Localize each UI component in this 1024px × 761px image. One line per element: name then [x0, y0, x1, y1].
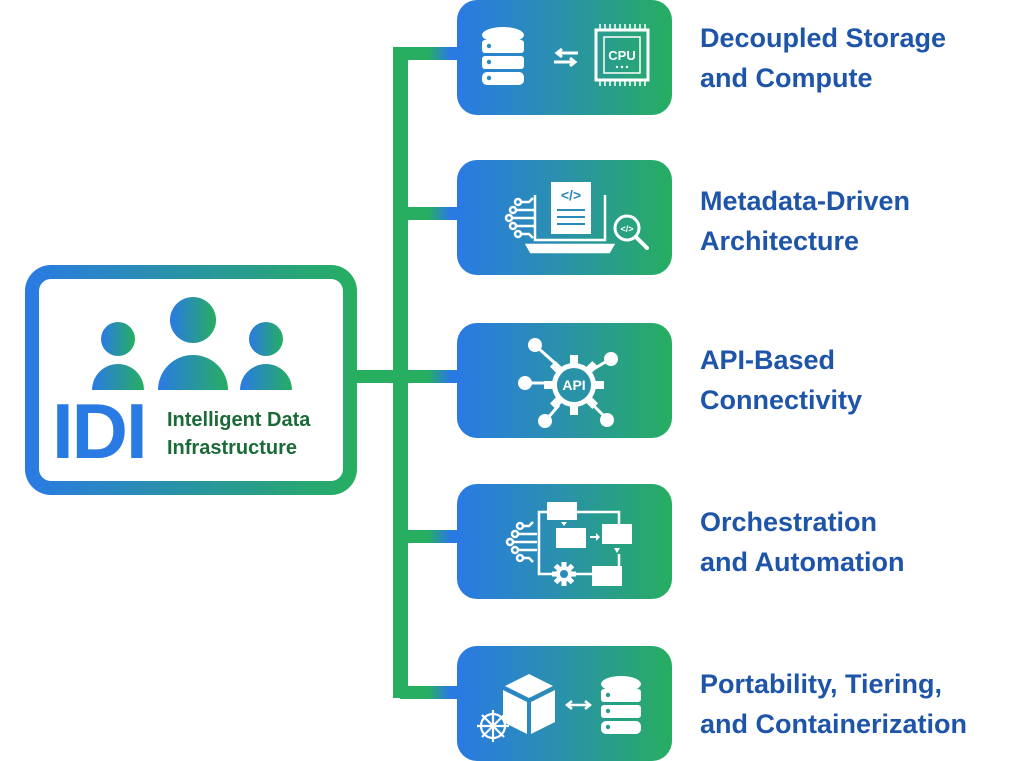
pillar-label-line1: Portability, Tiering, [700, 669, 943, 699]
connector-branch-4 [400, 530, 462, 543]
pillar-card-metadata: </> </> [457, 160, 672, 275]
api-gear-network-icon: API [518, 338, 618, 428]
svg-text:</>: </> [620, 224, 633, 234]
hub-acronym: IDI [52, 387, 148, 475]
pillar-card-portability [457, 646, 672, 761]
pillar-label-line2: and Compute [700, 63, 873, 93]
pillar-label-portability: Portability, Tiering, and Containerizati… [700, 664, 967, 744]
people-group-icon [92, 297, 292, 390]
hub-title-line2: Infrastructure [167, 437, 298, 459]
pillar-label-orchestration: Orchestration and Automation [700, 502, 904, 582]
connector-trunk [355, 370, 400, 383]
pillar-label-line2: Architecture [700, 226, 860, 256]
code-tag-label: </> [561, 187, 581, 203]
pillar-label-storage-compute: Decoupled Storage and Compute [700, 18, 946, 98]
api-label: API [562, 377, 585, 393]
connector-branch-5 [400, 686, 462, 699]
pillar-card-orchestration [457, 484, 672, 599]
hub-title: Intelligent Data Infrastructure [167, 406, 310, 462]
connector-branch-1 [400, 47, 462, 60]
pillar-label-line2: and Automation [700, 547, 905, 577]
laptop-code-search-icon: </> </> [504, 182, 649, 254]
pillar-label-line1: Orchestration [700, 507, 878, 537]
pillar-label-line1: Metadata-Driven [700, 186, 911, 216]
cpu-chip-label: CPU [608, 48, 635, 63]
container-database-icon [477, 674, 641, 742]
database-cpu-icon: CPU [482, 24, 650, 86]
pillar-label-line1: Decoupled Storage [700, 23, 947, 53]
pillar-card-api: API [457, 323, 672, 438]
connector-branch-3 [400, 370, 462, 383]
hub-title-line1: Intelligent Data [167, 409, 311, 431]
pillar-label-line1: API-Based [700, 345, 836, 375]
pillar-label-metadata: Metadata-Driven Architecture [700, 181, 910, 261]
connector-branch-2 [400, 207, 462, 220]
pillar-label-line2: Connectivity [700, 385, 863, 415]
pillar-card-storage-compute: CPU [457, 0, 672, 115]
pillar-label-line2: and Containerization [700, 709, 968, 739]
workflow-automation-icon [505, 502, 632, 586]
pillar-label-api: API-Based Connectivity [700, 340, 862, 420]
